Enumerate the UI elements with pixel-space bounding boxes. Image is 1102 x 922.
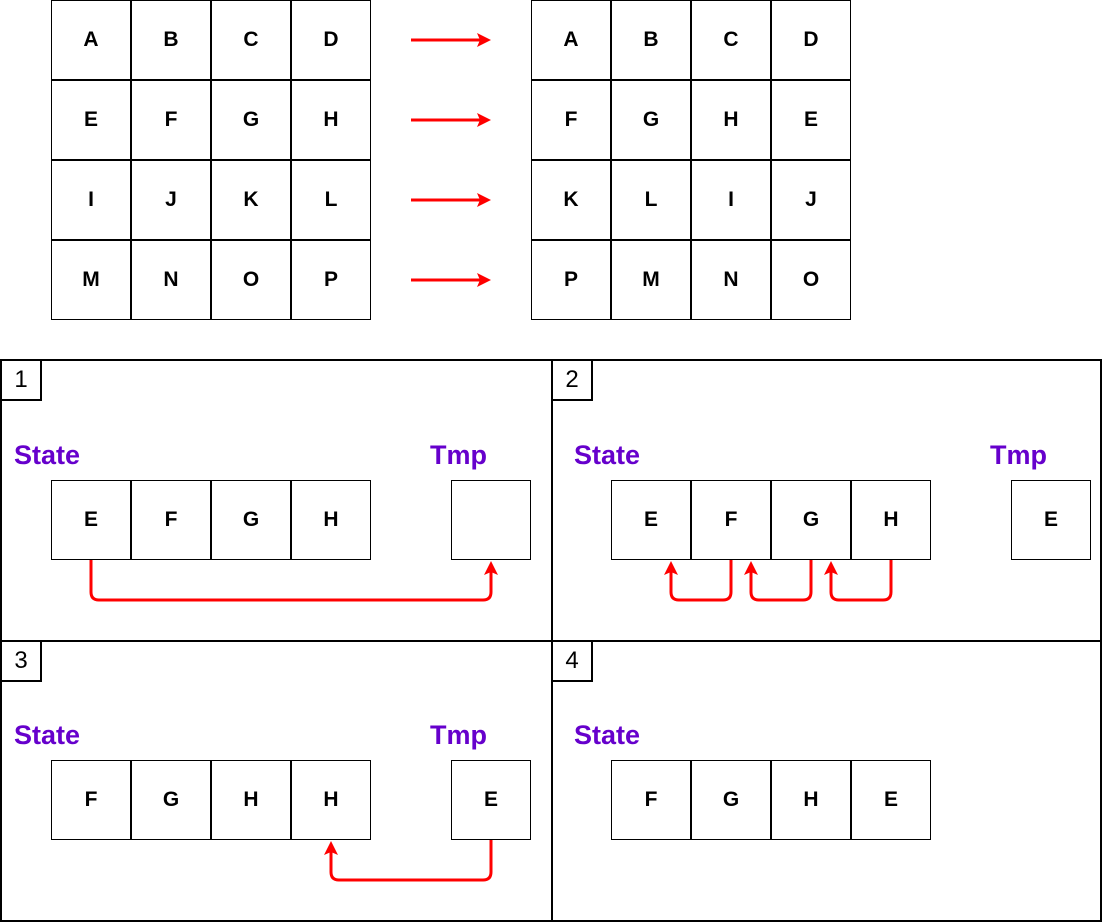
- panel-number: 2: [553, 361, 593, 401]
- state-cell: F: [51, 760, 131, 840]
- arrowhead: [477, 193, 491, 207]
- panel-number: 4: [553, 642, 593, 682]
- grid-cell: G: [211, 80, 291, 160]
- state-cell: F: [131, 480, 211, 560]
- copy-arrow: [89, 560, 493, 602]
- arrowhead: [824, 561, 838, 575]
- state-cell: E: [51, 480, 131, 560]
- arrowhead: [744, 561, 758, 575]
- grid-cell: N: [691, 240, 771, 320]
- grid-cell: G: [611, 80, 691, 160]
- state-cell: H: [211, 760, 291, 840]
- state-label: State: [14, 720, 81, 750]
- state-cell: H: [851, 480, 931, 560]
- grid-cell: O: [211, 240, 291, 320]
- tmp-label: Tmp: [430, 440, 487, 470]
- arrowhead: [477, 33, 491, 47]
- state-cell: E: [611, 480, 691, 560]
- grid-cell: I: [51, 160, 131, 240]
- arrowhead: [324, 841, 338, 855]
- tmp-label: Tmp: [430, 720, 487, 750]
- grid-cell: M: [51, 240, 131, 320]
- grid-cell: P: [291, 240, 371, 320]
- grid-cell: J: [131, 160, 211, 240]
- state-cell: H: [291, 480, 371, 560]
- state-cell: H: [771, 760, 851, 840]
- grid-cell: P: [531, 240, 611, 320]
- grid-cell: L: [291, 160, 371, 240]
- grid-cell: N: [131, 240, 211, 320]
- grid-cell: C: [691, 0, 771, 80]
- grid-cell: M: [611, 240, 691, 320]
- panel-number: 1: [2, 361, 42, 401]
- state-cell: F: [611, 760, 691, 840]
- grid-cell: K: [531, 160, 611, 240]
- arrowhead: [664, 561, 678, 575]
- state-cell: G: [131, 760, 211, 840]
- grid-cell: O: [771, 240, 851, 320]
- state-label: State: [574, 720, 641, 750]
- shift-arrow: [749, 560, 813, 602]
- grid-cell: B: [131, 0, 211, 80]
- grid-cell: A: [531, 0, 611, 80]
- grid-cell: C: [211, 0, 291, 80]
- arrowhead: [477, 113, 491, 127]
- grid-cell: D: [771, 0, 851, 80]
- state-cell: E: [851, 760, 931, 840]
- state-label: State: [574, 440, 641, 470]
- tmp-cell: [451, 480, 531, 560]
- state-cell: G: [691, 760, 771, 840]
- state-cell: G: [211, 480, 291, 560]
- state-cell: G: [771, 480, 851, 560]
- grid-cell: E: [51, 80, 131, 160]
- grid-cell: L: [611, 160, 691, 240]
- grid-cell: H: [291, 80, 371, 160]
- tmp-cell: E: [1011, 480, 1091, 560]
- state-label: State: [14, 440, 81, 470]
- grid-cell: F: [131, 80, 211, 160]
- grid-cell: I: [691, 160, 771, 240]
- shift-arrow: [669, 560, 733, 602]
- grid-cell: J: [771, 160, 851, 240]
- grid-cell: H: [691, 80, 771, 160]
- grid-cell: A: [51, 0, 131, 80]
- state-cell: F: [691, 480, 771, 560]
- grid-cell: B: [611, 0, 691, 80]
- arrowhead: [477, 273, 491, 287]
- shift-arrow: [829, 560, 893, 602]
- arrowhead: [484, 561, 498, 575]
- tmp-cell: E: [451, 760, 531, 840]
- tmp-label: Tmp: [990, 440, 1047, 470]
- panel-number: 3: [2, 642, 42, 682]
- state-cell: H: [291, 760, 371, 840]
- grid-cell: F: [531, 80, 611, 160]
- grid-cell: K: [211, 160, 291, 240]
- grid-cell: E: [771, 80, 851, 160]
- grid-cell: D: [291, 0, 371, 80]
- restore-arrow: [329, 840, 493, 882]
